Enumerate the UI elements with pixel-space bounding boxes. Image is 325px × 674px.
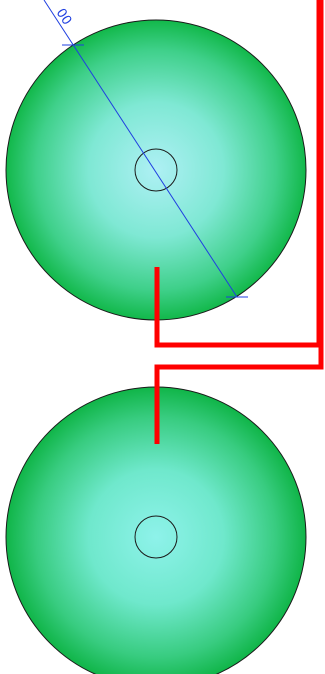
wire-lower-segment <box>154 0 324 444</box>
diameter-dimension-line <box>43 0 238 298</box>
wire <box>154 0 324 444</box>
top-disc <box>5 19 307 321</box>
bottom-disc-hub <box>134 515 178 559</box>
diameter-dimension-label: 00 <box>53 6 75 28</box>
top-disc-hub <box>134 148 178 192</box>
